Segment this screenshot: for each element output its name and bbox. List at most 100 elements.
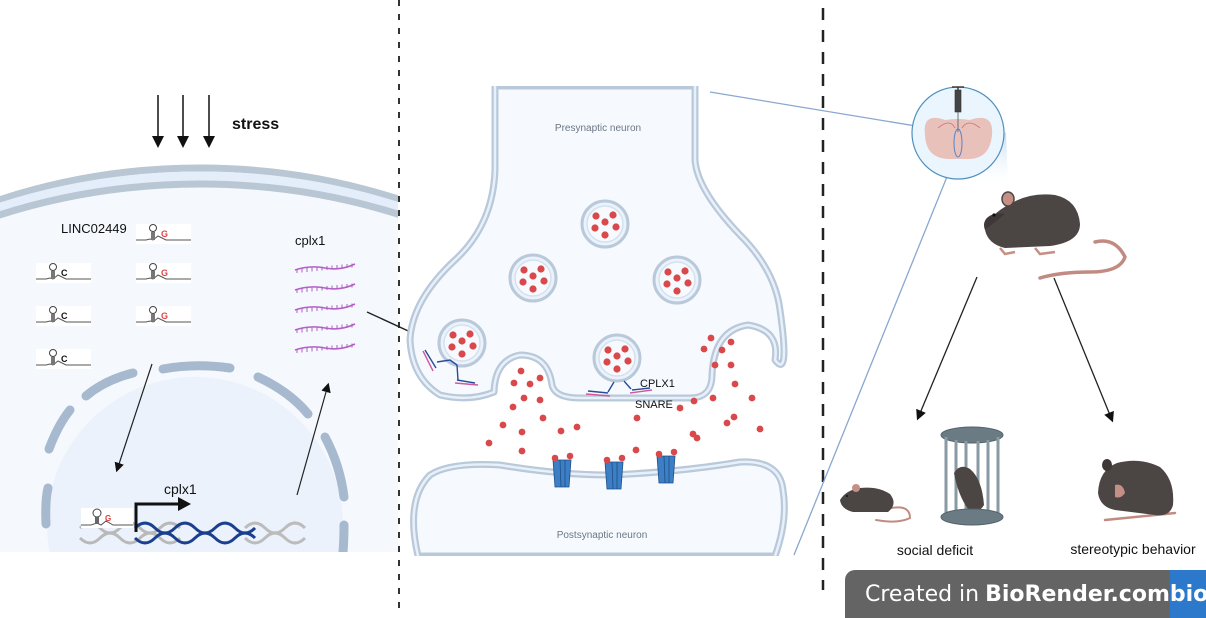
allele-letter: C (61, 311, 68, 321)
synaptic-vesicles (437, 199, 702, 383)
neurotransmitter (663, 280, 671, 288)
neurotransmitter (458, 350, 466, 358)
brain-injection-inset (911, 86, 1005, 180)
neurotransmitter (613, 352, 621, 360)
lncrna-risk-allele-g: G (136, 263, 191, 283)
neurotransmitter (676, 404, 684, 412)
cell-panel: cplx1 G (0, 164, 398, 552)
connector-line-bottom (793, 151, 958, 556)
neurotransmitter (466, 330, 474, 338)
neurotransmitter (681, 267, 689, 275)
neurotransmitter (718, 346, 726, 354)
arrow-to-social-deficit (916, 276, 978, 421)
mrna-label: cplx1 (295, 233, 325, 248)
neurotransmitter (458, 337, 466, 345)
postsynaptic-receptors (551, 448, 678, 490)
bound-neurotransmitter (618, 454, 626, 462)
cell-membrane-inner (0, 180, 398, 219)
biorender-watermark[interactable]: Created in BioRender.com bio (845, 570, 1206, 618)
neurotransmitter (520, 266, 528, 274)
stress-arrows (152, 95, 215, 148)
mrna-strand (294, 263, 356, 273)
receptor-channel (551, 452, 574, 488)
neurotransmitter (624, 357, 632, 365)
neurotransmitter (529, 285, 537, 293)
neurotransmitter (529, 272, 537, 280)
arrow-to-nucleus (114, 363, 153, 473)
synaptic-vesicle (508, 253, 558, 303)
neurotransmitter (591, 224, 599, 232)
cell-membrane-outer (0, 164, 398, 204)
neurotransmitter (673, 274, 681, 282)
neurotransmitter (557, 427, 565, 435)
neurotransmitter (509, 403, 517, 411)
neurotransmitter (592, 212, 600, 220)
neurotransmitter (633, 414, 641, 422)
neurotransmitter (540, 277, 548, 285)
snare-complex-middle (585, 380, 653, 397)
neurotransmitter (449, 331, 457, 339)
neurotransmitter (485, 439, 493, 447)
neurotransmitter (603, 358, 611, 366)
watermark-prefix: Created in (865, 581, 980, 607)
synapse-panel: Presynaptic neuron Postsynaptic neuron C… (406, 86, 788, 556)
neurotransmitter (727, 338, 735, 346)
neurotransmitter (664, 268, 672, 276)
lncrna-allele-c: C (36, 263, 91, 283)
arrow-to-stereotypic (1053, 277, 1114, 423)
mouse-social-test (840, 484, 912, 523)
allele-letter: C (61, 268, 68, 278)
mrna-strand (294, 303, 356, 313)
neurotransmitter (510, 379, 518, 387)
synaptic-vesicle (437, 318, 487, 368)
neurotransmitter (526, 380, 534, 388)
neurotransmitter (613, 365, 621, 373)
neurotransmitter (731, 380, 739, 388)
outcome-social-deficit: social deficit (897, 542, 973, 558)
neurotransmitter (756, 425, 764, 433)
neurotransmitter (709, 394, 717, 402)
cplx1-mrna-strands (294, 263, 356, 353)
gene-label: cplx1 (164, 481, 197, 497)
bound-neurotransmitter (603, 456, 611, 464)
receptor-channel (655, 448, 678, 484)
lncrna-allele-c: C (36, 306, 91, 326)
neurotransmitter (518, 428, 526, 436)
neurotransmitter (690, 397, 698, 405)
lncrna-risk-allele-g: G (136, 306, 191, 326)
bound-neurotransmitter (566, 452, 574, 460)
cell-membrane-space (0, 171, 398, 213)
neurotransmitters (485, 334, 764, 455)
bound-neurotransmitter (655, 450, 663, 458)
neurotransmitter (748, 394, 756, 402)
neurotransmitter (469, 342, 477, 350)
neurotransmitter (536, 374, 544, 382)
svg-text:G: G (105, 514, 111, 523)
bound-neurotransmitter (551, 454, 559, 462)
neurotransmitter (723, 419, 731, 427)
synaptic-vesicle (652, 255, 702, 305)
neurotransmitter (632, 446, 640, 454)
neurotransmitter (727, 361, 735, 369)
neurotransmitter (518, 447, 526, 455)
lncrna-risk-allele-g: G (136, 224, 191, 244)
neurotransmitter (684, 279, 692, 287)
neurotransmitter (604, 346, 612, 354)
nuclear-envelope (41, 361, 349, 552)
neurotransmitter (689, 430, 697, 438)
mouse-treated (984, 191, 1127, 280)
brain-slice (924, 117, 993, 159)
postsynaptic-label: Postsynaptic neuron (557, 530, 648, 541)
neurotransmitter (601, 218, 609, 226)
stress-label: stress (232, 116, 279, 133)
cage-with-mouse (940, 426, 1004, 526)
neurotransmitter (517, 367, 525, 375)
lncrna-label: LINC02449 (61, 221, 127, 236)
lncrna-allele-c: C (36, 349, 91, 369)
neurotransmitter (519, 278, 527, 286)
synaptic-vesicle (592, 333, 642, 383)
transcription-start-arrow (134, 502, 178, 532)
neurotransmitter (537, 265, 545, 273)
